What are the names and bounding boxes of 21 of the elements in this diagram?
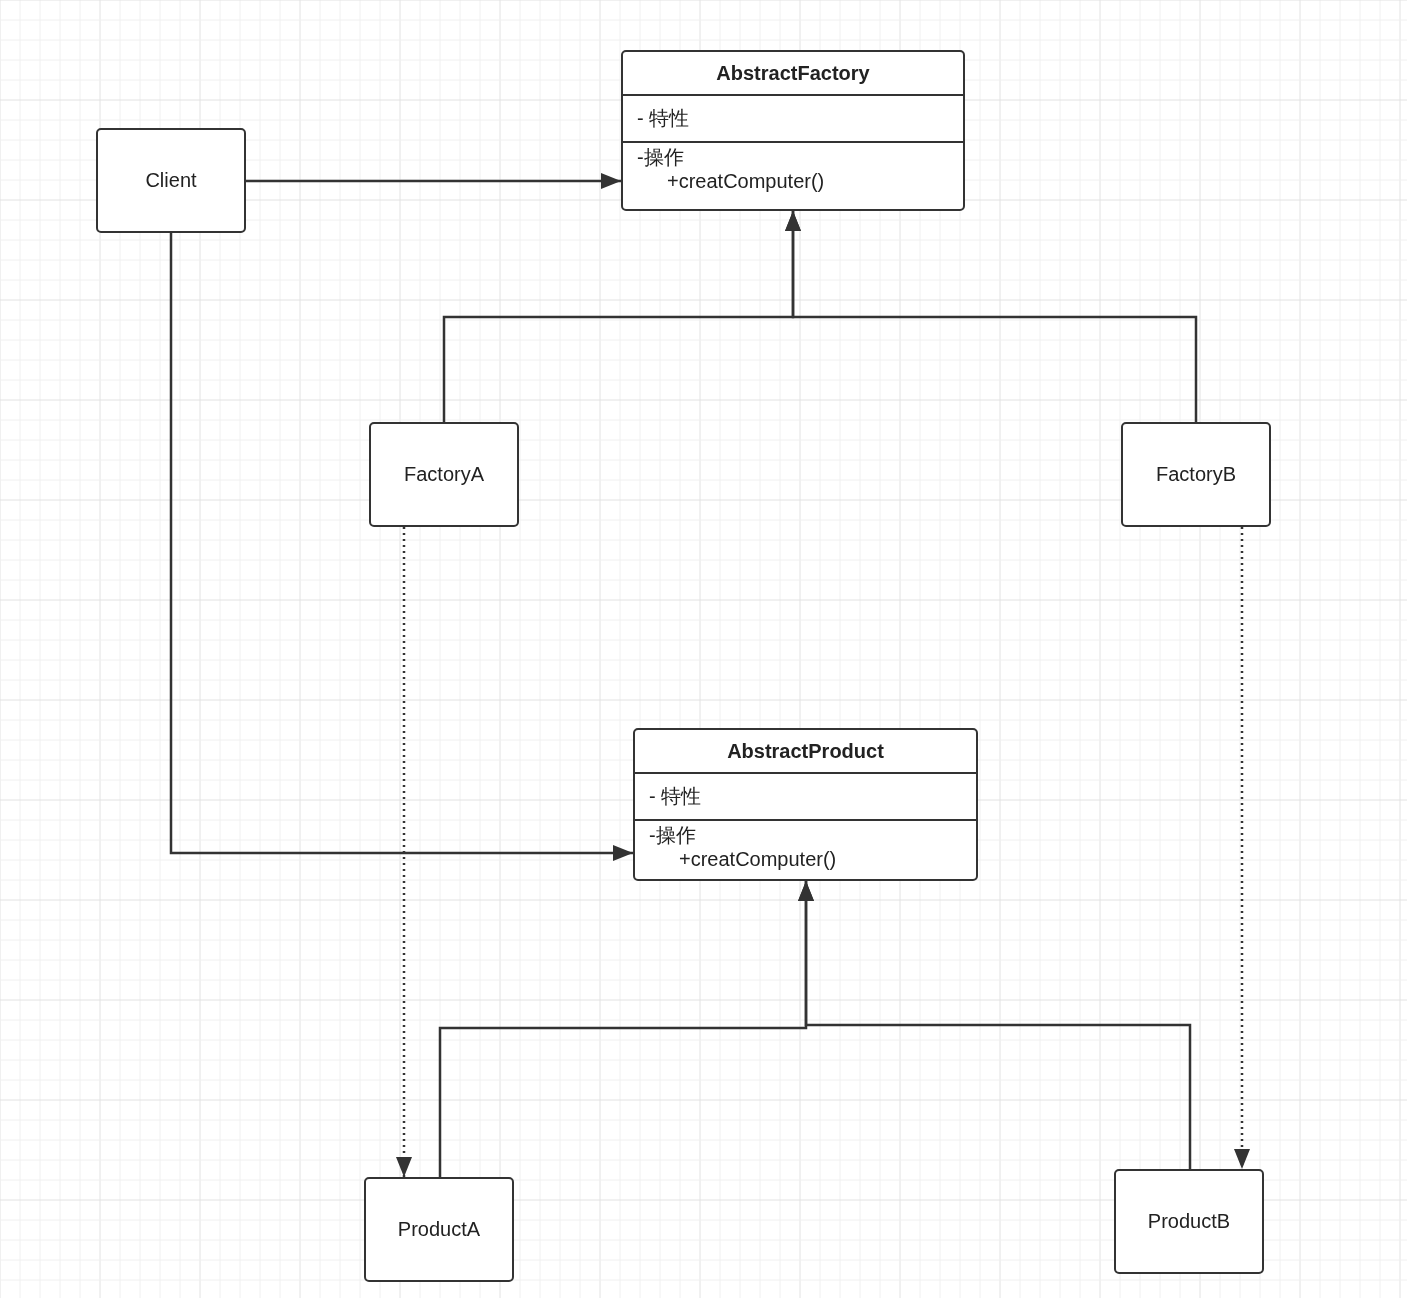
class-box xyxy=(621,50,965,211)
arrow xyxy=(798,881,1192,1169)
class-name: AbstractProduct xyxy=(635,730,976,774)
class-box: ProductA xyxy=(364,1177,514,1282)
class-box: FactoryB xyxy=(1121,422,1271,527)
attribute-text: - 特性 xyxy=(649,784,702,809)
arrow xyxy=(169,233,633,861)
method-text: +creatComputer() xyxy=(667,169,826,193)
operations-heading: -操作 xyxy=(637,145,685,169)
method-text: +creatComputer() xyxy=(679,847,838,871)
attribute-text: - 特性 xyxy=(637,106,690,131)
operations-heading: -操作 xyxy=(649,823,697,847)
dotted-arrow xyxy=(396,527,412,1177)
arrow xyxy=(246,173,621,189)
arrow xyxy=(785,211,1198,422)
class-box: Client xyxy=(96,128,246,233)
class-box xyxy=(633,728,978,881)
dotted-arrow xyxy=(1234,527,1250,1169)
class-name: AbstractFactory xyxy=(623,52,963,96)
class-box: FactoryA xyxy=(369,422,519,527)
class-box: ProductB xyxy=(1114,1169,1264,1274)
